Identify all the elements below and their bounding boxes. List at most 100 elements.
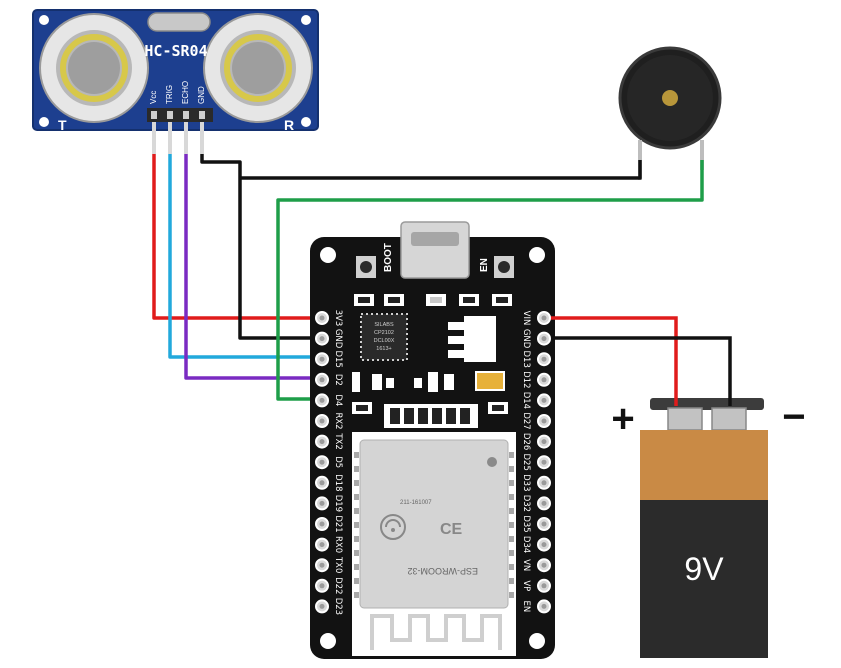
right-pin-hole <box>541 459 547 465</box>
left-pin-label-d23: D23 <box>333 598 343 615</box>
left-pin-hole <box>319 459 325 465</box>
left-pin-label-d4: D4 <box>333 394 343 406</box>
left-pin-label-rx2: RX2 <box>333 412 343 429</box>
wire-battery-plus-vin <box>544 316 678 406</box>
module-id-label: 211-161007 <box>400 500 432 506</box>
sensor-pin-label-trig: TRIG <box>165 85 174 104</box>
left-pin-label-d22: D22 <box>333 577 343 594</box>
module-name-label: ESP-WROOM-32 <box>407 566 478 576</box>
left-pin-hole <box>319 583 325 589</box>
right-pin-label-vn: VN <box>521 559 531 571</box>
svg-text:SILABS: SILABS <box>374 322 394 328</box>
svg-text:DCL00X: DCL00X <box>374 338 395 344</box>
left-pin-hole <box>319 315 325 321</box>
left-pin-label-tx2: TX2 <box>333 432 343 449</box>
receiver-transducer <box>203 13 313 123</box>
right-pin-hole <box>541 315 547 321</box>
battery-wires <box>544 316 732 406</box>
receiver-marker: R <box>284 117 294 133</box>
left-pin-hole <box>319 603 325 609</box>
left-pin-label-tx0: TX0 <box>333 556 343 573</box>
right-pin-hole <box>541 418 547 424</box>
left-pin-label-d2: D2 <box>333 374 343 386</box>
wires <box>152 154 704 401</box>
esp32-board: BOOT EN SILABS CP2102 DCL00X 1613+ <box>310 221 555 659</box>
right-pin-label-d35: D35 <box>521 515 531 532</box>
right-pin-hole <box>541 521 547 527</box>
ce-mark-icon: CE <box>440 521 463 538</box>
left-pin-hole <box>319 480 325 486</box>
usb-uart-chip: SILABS CP2102 DCL00X 1613+ <box>360 313 408 361</box>
left-pin-label-rx0: RX0 <box>333 536 343 553</box>
right-pin-hole <box>541 480 547 486</box>
left-pin-hole <box>319 377 325 383</box>
wire-vcc-3v3 <box>152 154 322 320</box>
sensor-model-label: HC-SR04 <box>144 42 207 60</box>
right-pin-label-vp: VP <box>521 580 531 591</box>
left-pin-hole <box>319 562 325 568</box>
left-pin-label-gnd: GND <box>333 329 343 349</box>
right-pin-hole <box>541 439 547 445</box>
battery-plus-sign: + <box>611 397 634 441</box>
wire-trig-d15 <box>168 154 322 359</box>
right-pin-label-en: EN <box>521 601 531 613</box>
en-label: EN <box>479 258 490 272</box>
left-pin-label-d19: D19 <box>333 495 343 512</box>
left-pin-hole <box>319 521 325 527</box>
left-pin-hole <box>319 336 325 342</box>
left-pin-label-d18: D18 <box>333 474 343 491</box>
boot-button <box>356 256 376 278</box>
right-pin-label-d32: D32 <box>521 495 531 512</box>
left-pin-label-d5: D5 <box>333 456 343 468</box>
right-pin-hole <box>541 603 547 609</box>
svg-text:CP2102: CP2102 <box>374 330 394 336</box>
right-pin-hole <box>541 377 547 383</box>
left-pin-hole <box>319 500 325 506</box>
right-pin-hole <box>541 542 547 548</box>
sensor-pin-label-echo: ECHO <box>181 81 190 104</box>
sensor-header <box>147 108 213 122</box>
transmitter-transducer <box>39 13 149 123</box>
transmitter-marker: T <box>58 117 67 133</box>
boot-label: BOOT <box>383 243 394 272</box>
right-pin-hole <box>541 562 547 568</box>
right-pin-label-gnd: GND <box>521 329 531 349</box>
right-pin-label-d27: D27 <box>521 412 531 429</box>
right-pin-label-d26: D26 <box>521 433 531 450</box>
wire-echo-d2 <box>184 154 322 380</box>
wire-sensor-gnd <box>200 154 322 340</box>
left-pin-label-d15: D15 <box>333 351 343 368</box>
wire-battery-minus-gnd <box>544 336 732 406</box>
left-pin-label-3v3: 3V3 <box>333 310 343 327</box>
wifi-logo-icon <box>380 514 406 540</box>
left-pin-hole <box>319 418 325 424</box>
right-pin-label-d25: D25 <box>521 454 531 471</box>
esp-wroom-32-module: 211-161007 CE ESP-WROOM-32 <box>352 432 516 656</box>
svg-text:1613+: 1613+ <box>376 346 391 352</box>
right-pin-hole <box>541 356 547 362</box>
battery-9v: 9V + − <box>611 395 806 658</box>
svg-text:CE: CE <box>440 521 463 538</box>
right-pin-label-d13: D13 <box>521 351 531 368</box>
ultrasonic-sensor: HC-SR04 T R Vcc TRIG ECHO GND <box>32 9 319 154</box>
piezo-buzzer-icon <box>618 46 722 180</box>
left-pin-label-d21: D21 <box>333 515 343 532</box>
right-pin-label-d34: D34 <box>521 536 531 553</box>
wire-buzzer-gnd <box>240 160 642 180</box>
left-pin-hole <box>319 356 325 362</box>
usb-port <box>400 221 470 279</box>
right-pin-header: VINGNDD13D12D14D27D26D25D33D32D35D34VNVP… <box>521 311 551 614</box>
right-pin-label-d33: D33 <box>521 474 531 491</box>
battery-voltage-label: 9V <box>684 551 724 587</box>
right-pin-hole <box>541 583 547 589</box>
right-pin-label-d12: D12 <box>521 371 531 388</box>
right-pin-hole <box>541 397 547 403</box>
right-pin-label-d14: D14 <box>521 392 531 409</box>
en-button <box>494 256 514 278</box>
pcb-antenna <box>370 614 502 650</box>
left-pin-hole <box>319 542 325 548</box>
sensor-pin-label-gnd: GND <box>197 86 206 104</box>
crystal-oscillator <box>147 12 211 32</box>
